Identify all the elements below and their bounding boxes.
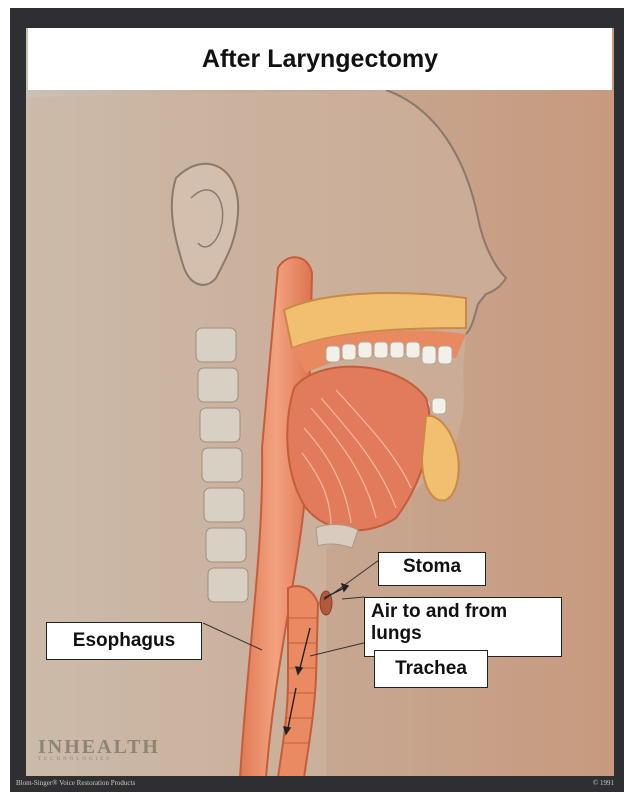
label-trachea: Trachea xyxy=(374,650,488,688)
label-esophagus-text: Esophagus xyxy=(73,630,175,651)
footer-copyright: © 1991 xyxy=(593,779,614,787)
label-air-line-1: Air to and from xyxy=(371,601,555,623)
inhealth-logo-subtext: TECHNOLOGIES xyxy=(38,757,112,762)
hyoid-region xyxy=(316,524,358,548)
anatomy-illustration xyxy=(26,28,614,778)
footer-product-line: Blom-Singer® Voice Restoration Products xyxy=(16,779,135,787)
label-stoma: Stoma xyxy=(378,552,486,586)
page-title: After Laryngectomy xyxy=(28,28,612,90)
label-stoma-text: Stoma xyxy=(403,556,461,577)
label-trachea-text: Trachea xyxy=(395,658,467,679)
inhealth-logo: INHEALTH xyxy=(38,736,160,759)
label-air-line-2: lungs xyxy=(371,623,555,645)
label-air-to-and-from-lungs: Air to and from lungs xyxy=(364,597,562,657)
label-esophagus: Esophagus xyxy=(46,622,202,660)
